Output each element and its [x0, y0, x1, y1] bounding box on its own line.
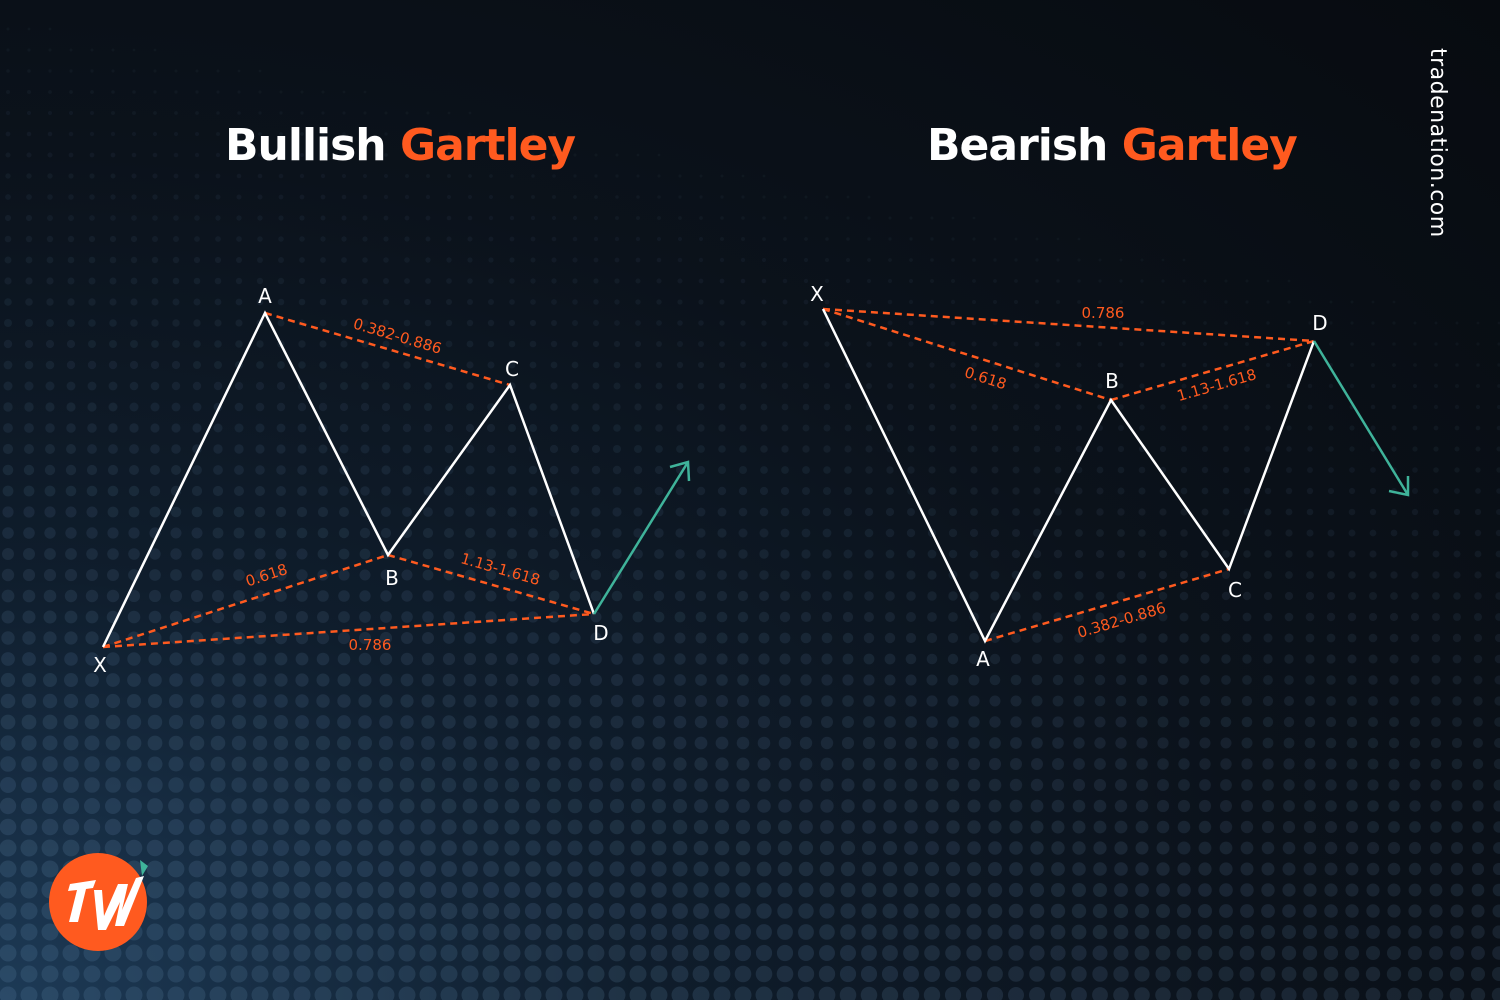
bullish-title-accent: Gartley [399, 120, 576, 171]
bearish-point-c-label: C [1228, 578, 1242, 602]
bearish-bd-ratio-label: 1.13-1.618 [1175, 365, 1259, 405]
bullish-gartley-pattern: A C B X D 0.382-0.886 0.618 1.13-1.618 0… [93, 284, 691, 677]
bearish-point-a-label: A [976, 647, 990, 671]
bullish-xb-ratio-label: 0.618 [243, 560, 289, 590]
bearish-down-arrow [1312, 340, 1410, 497]
bearish-point-b-label: B [1105, 369, 1119, 393]
bullish-xb-retracement-line [102, 553, 389, 649]
bullish-point-x-label: X [93, 653, 107, 677]
bearish-point-d-label: D [1312, 311, 1327, 335]
bearish-gartley-pattern: X D B C A 0.786 0.618 1.13-1.618 0.382-0… [810, 282, 1410, 671]
bearish-point-x-label: X [810, 282, 824, 306]
tradenation-logo-icon [49, 853, 148, 951]
bullish-xd-retracement-line [102, 612, 595, 649]
bullish-title-word: Bullish [225, 120, 387, 171]
bearish-ac-retracement-line [984, 567, 1230, 643]
bearish-xb-retracement-line [822, 307, 1112, 402]
bearish-xabcd-price-path [821, 308, 1316, 644]
bullish-xd-ratio-label: 0.786 [349, 636, 392, 654]
bullish-point-b-label: B [385, 566, 399, 590]
bearish-ac-ratio-label: 0.382-0.886 [1075, 599, 1168, 642]
bullish-xabcd-price-path [101, 310, 596, 648]
bullish-point-c-label: C [505, 357, 519, 381]
bearish-title-accent: Gartley [1121, 120, 1298, 171]
bullish-bd-ratio-label: 1.13-1.618 [459, 549, 543, 589]
bearish-xd-retracement-line [822, 307, 1315, 343]
bearish-title-word: Bearish [927, 120, 1108, 171]
bearish-gartley-title: Bearish Gartley [927, 120, 1298, 171]
bullish-gartley-title: Bullish Gartley [225, 120, 576, 171]
bearish-xb-ratio-label: 0.618 [962, 363, 1008, 393]
bullish-ac-retracement-line [264, 311, 511, 387]
bullish-point-d-label: D [593, 621, 608, 645]
bullish-up-arrow [592, 460, 691, 615]
bullish-point-a-label: A [258, 284, 272, 308]
bearish-xd-ratio-label: 0.786 [1082, 304, 1125, 322]
